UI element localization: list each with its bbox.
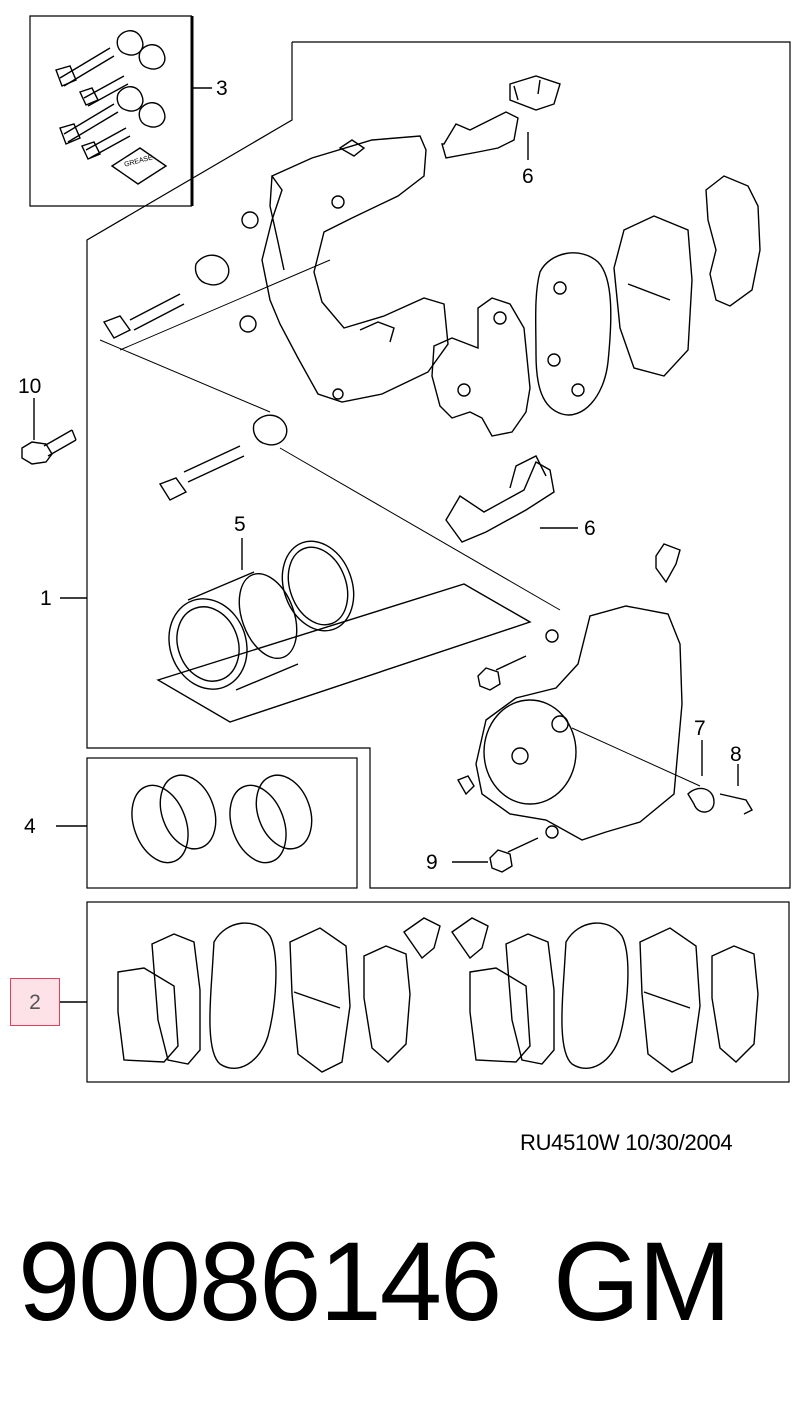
pad-kit-contents-icon bbox=[117, 917, 759, 1073]
anti-rattle-clip-icon bbox=[441, 75, 578, 543]
callout-4[interactable]: 4 bbox=[24, 815, 36, 838]
guide-pin-set-icon bbox=[55, 30, 168, 185]
box-guide-pin-kit bbox=[29, 15, 212, 207]
box-seal-kit bbox=[56, 757, 358, 889]
bleeder-and-bolts-icon bbox=[452, 655, 753, 873]
diagram-reference: RU4510W 10/30/2004 bbox=[520, 1130, 733, 1155]
brake-pads-icon bbox=[431, 175, 761, 437]
callout-7[interactable]: 7 bbox=[694, 717, 706, 740]
caliper-bracket-icon bbox=[239, 135, 449, 403]
piston-and-seals-icon bbox=[156, 538, 532, 723]
callout-1[interactable]: 1 bbox=[40, 587, 52, 610]
caliper-housing-icon bbox=[475, 543, 683, 841]
callout-8[interactable]: 8 bbox=[730, 743, 742, 766]
callout-10[interactable]: 10 bbox=[18, 375, 42, 398]
callout-3[interactable]: 3 bbox=[216, 77, 228, 100]
callout-6-upper[interactable]: 6 bbox=[522, 165, 534, 188]
bolt-icon bbox=[21, 398, 77, 465]
box-caliper-assembly bbox=[60, 41, 791, 889]
callout-5[interactable]: 5 bbox=[234, 513, 246, 536]
part-number: 90086146 bbox=[18, 1219, 502, 1344]
callout-6-lower[interactable]: 6 bbox=[584, 517, 596, 540]
callout-9[interactable]: 9 bbox=[426, 851, 438, 874]
box-pad-kit bbox=[60, 901, 790, 1083]
brand-name: GM bbox=[553, 1219, 731, 1344]
guide-pin-icon bbox=[102, 254, 288, 501]
callout-2-selected[interactable]: 2 bbox=[10, 978, 60, 1026]
assembly-guide-lines bbox=[99, 259, 701, 787]
